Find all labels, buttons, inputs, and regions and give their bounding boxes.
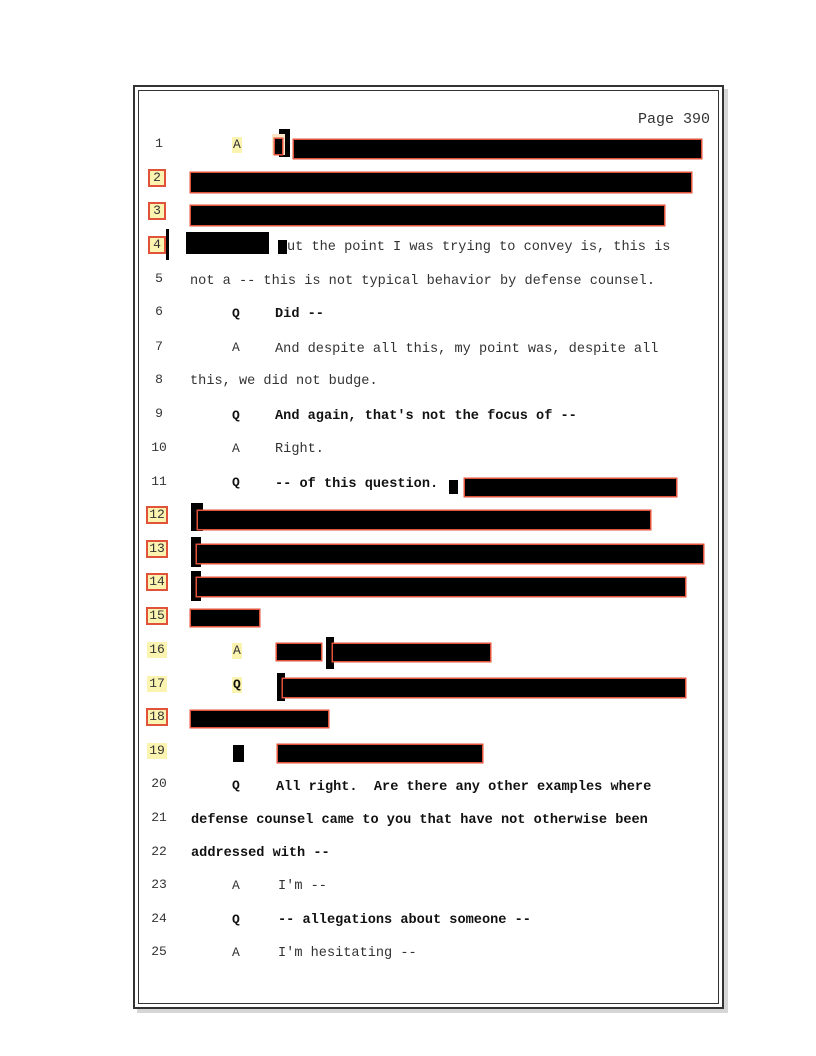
speaker-label: A [232, 441, 240, 456]
line-number: 21 [151, 810, 167, 825]
line-number: 5 [155, 271, 163, 286]
transcript-line: And despite all this, my point was, desp… [275, 342, 659, 357]
transcript-line: All right. Are there any other examples … [276, 780, 652, 795]
line-number: 19 [147, 743, 167, 759]
redaction-box [191, 206, 664, 225]
line-number: 11 [151, 474, 167, 489]
redaction-box [191, 610, 259, 626]
redaction-bar [449, 480, 458, 494]
speaker-label: Q [232, 306, 240, 321]
line-number: 15 [146, 607, 168, 625]
speaker-label: A [232, 945, 240, 960]
redaction-bar [186, 232, 269, 254]
transcript-line: -- allegations about someone -- [278, 913, 531, 928]
transcript-line: And again, that's not the focus of -- [275, 409, 577, 424]
line-number: 7 [155, 339, 163, 354]
speaker-label: Q [232, 912, 240, 927]
line-number: 25 [151, 944, 167, 959]
transcript-line: addressed with -- [191, 846, 330, 861]
speaker-label: Q [232, 475, 240, 490]
redaction-bar [191, 571, 201, 601]
redaction-box [191, 173, 691, 192]
line-number: 2 [148, 169, 166, 187]
redaction-box [333, 644, 490, 661]
redaction-box [197, 578, 685, 596]
speaker-label: Q [232, 778, 240, 793]
redaction-box [283, 679, 685, 697]
redaction-bar [278, 240, 287, 254]
redaction-bar [233, 745, 244, 762]
redaction-bar [191, 537, 201, 567]
speaker-label: Q [232, 677, 242, 693]
redaction-box [198, 511, 650, 529]
line-number: 17 [147, 676, 167, 692]
line-number: 24 [151, 911, 167, 926]
transcript-line: ut the point I was trying to convey is, … [287, 240, 671, 255]
transcript-line: not a -- this is not typical behavior by… [190, 274, 655, 289]
redaction-box [275, 139, 282, 154]
line-number: 22 [151, 844, 167, 859]
page-inner-border [138, 90, 719, 1004]
speaker-label: A [232, 340, 240, 355]
transcript-line: I'm -- [278, 879, 327, 894]
redaction-bar [277, 673, 285, 701]
line-number: 13 [146, 540, 168, 558]
line-number: 4 [148, 236, 166, 254]
redaction-box [294, 140, 701, 158]
line-number: 9 [155, 406, 163, 421]
line-number: 8 [155, 372, 163, 387]
line-number: 6 [155, 304, 163, 319]
page-number-header: Page 390 [637, 111, 710, 128]
redaction-box [278, 745, 482, 762]
redaction-bar [279, 129, 290, 157]
line-number: 23 [151, 877, 167, 892]
speaker-label: A [232, 878, 240, 893]
redaction-marker [166, 229, 169, 260]
redaction-bar [326, 637, 334, 669]
transcript-line: I'm hesitating -- [278, 946, 417, 961]
line-number: 16 [147, 642, 167, 658]
redaction-box [197, 545, 703, 563]
page-outer-border [133, 85, 724, 1009]
speaker-label: A [232, 643, 242, 659]
line-number: 18 [146, 708, 168, 726]
speaker-label: Q [232, 408, 240, 423]
line-number: 14 [146, 573, 168, 591]
line-number: 3 [148, 202, 166, 220]
transcript-line: Right. [275, 442, 324, 457]
line-number: 1 [155, 136, 163, 151]
redaction-box [465, 479, 676, 496]
line-number: 20 [151, 776, 167, 791]
line-number: 12 [146, 506, 168, 524]
line-number: 10 [151, 440, 167, 455]
redaction-box [191, 711, 328, 727]
speaker-label: A [232, 137, 242, 153]
transcript-line: Did -- [275, 307, 324, 322]
transcript-line: defense counsel came to you that have no… [191, 813, 648, 828]
transcript-line: -- of this question. [275, 477, 439, 492]
redaction-box [277, 644, 321, 660]
transcript-line: this, we did not budge. [190, 374, 378, 389]
